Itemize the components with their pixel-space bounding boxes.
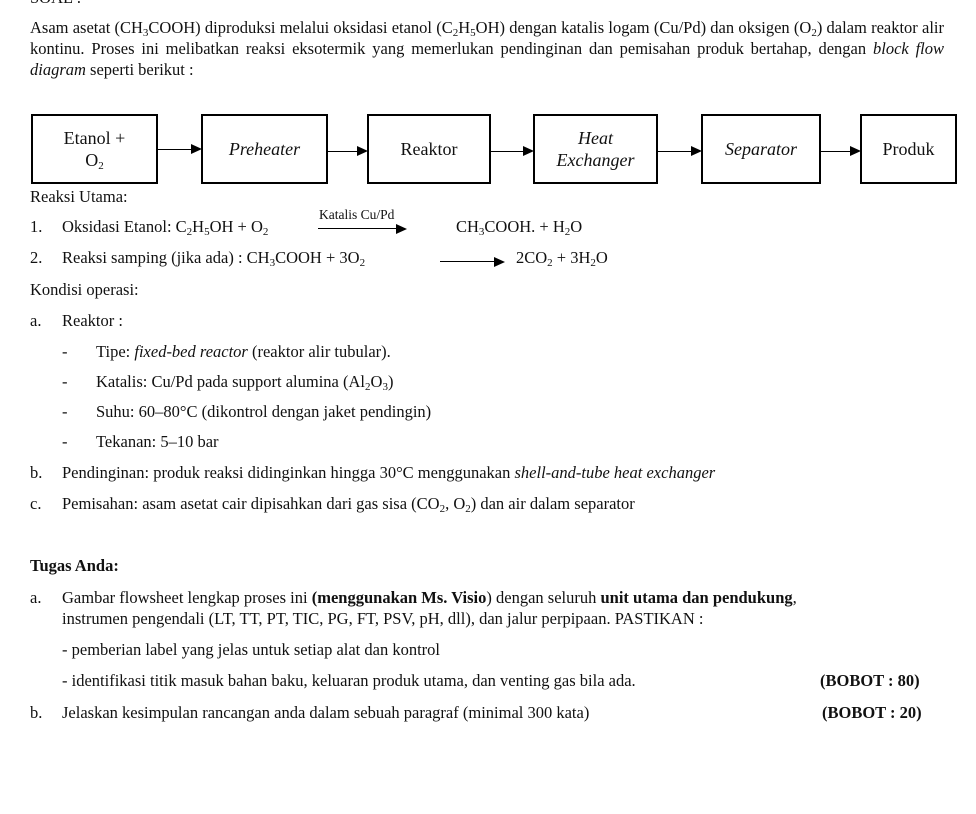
- arrow-line: [158, 149, 191, 150]
- reaction-2-arrow: [440, 261, 495, 262]
- intro-paragraph: Asam asetat (CH3COOH) diproduksi melalui…: [30, 18, 945, 79]
- reaction-1-arrow: [318, 228, 396, 229]
- box-produk: Produk: [860, 114, 957, 184]
- box-etanol-label: Etanol +: [63, 128, 126, 148]
- bullet-dash: -: [62, 402, 68, 421]
- reaction-1-number: 1.: [30, 217, 43, 236]
- arrow-head: [523, 146, 534, 156]
- arrow-line: [491, 151, 523, 152]
- tugas-a-line1: Gambar flowsheet lengkap proses ini (men…: [62, 588, 797, 607]
- box-o2-label: O2: [85, 150, 104, 172]
- item-c-letter: c.: [30, 494, 42, 513]
- bullet-katalis: Katalis: Cu/Pd pada support alumina (Al2…: [96, 372, 394, 393]
- section-heading: SOAL :: [30, 0, 81, 8]
- tugas-a-weight: (BOBOT : 80): [820, 671, 920, 690]
- tugas-b-weight: (BOBOT : 20): [822, 703, 922, 722]
- reaction-1-reactants: Oksidasi Etanol: C2H5OH + O2: [62, 217, 269, 238]
- bullet-suhu: Suhu: 60–80°C (dikontrol dengan jaket pe…: [96, 402, 432, 421]
- arrow-head: [357, 146, 368, 156]
- box-preheater: Preheater: [201, 114, 328, 184]
- reaction-1-products: CH3COOH. + H2O: [456, 217, 583, 238]
- tugas-a-label-note: - pemberian label yang jelas untuk setia…: [62, 640, 441, 659]
- reaction-2-reactants: Reaksi samping (jika ada) : CH3COOH + 3O…: [62, 248, 366, 269]
- item-a-label: Reaktor :: [62, 311, 123, 330]
- arrow-head: [850, 146, 861, 156]
- item-a-letter: a.: [30, 311, 42, 330]
- tugas-a-identify-note: - identifikasi titik masuk bahan baku, k…: [62, 671, 636, 690]
- bullet-dash: -: [62, 432, 68, 451]
- tugas-b-letter: b.: [30, 703, 43, 722]
- box-etanol-o2: Etanol + O2: [31, 114, 158, 184]
- tugas-title: Tugas Anda:: [30, 556, 119, 575]
- bullet-tipe: Tipe: fixed-bed reactor (reaktor alir tu…: [96, 342, 391, 361]
- tugas-b-text: Jelaskan kesimpulan rancangan anda dalam…: [62, 703, 590, 722]
- bullet-dash: -: [62, 372, 68, 391]
- arrow-line: [328, 151, 357, 152]
- bullet-dash: -: [62, 342, 68, 361]
- tugas-a-letter: a.: [30, 588, 42, 607]
- bullet-tekanan: Tekanan: 5–10 bar: [96, 432, 219, 451]
- box-heat-exchanger: Heat Exchanger: [533, 114, 658, 184]
- kondisi-operasi-label: Kondisi operasi:: [30, 280, 139, 299]
- arrow-head: [191, 144, 202, 154]
- reaction-1-catalyst: Katalis Cu/Pd: [319, 207, 395, 222]
- item-c-text: Pemisahan: asam asetat cair dipisahkan d…: [62, 494, 635, 515]
- arrow-line: [658, 151, 691, 152]
- arrow-line: [821, 151, 850, 152]
- reaction-2-number: 2.: [30, 248, 43, 267]
- reaction-1-arrow-head: [396, 223, 407, 234]
- item-b-letter: b.: [30, 463, 43, 482]
- item-b-text: Pendinginan: produk reaksi didinginkan h…: [62, 463, 716, 482]
- arrow-head: [691, 146, 702, 156]
- reaction-2-arrow-head: [494, 256, 505, 267]
- reaksi-utama-label: Reaksi Utama:: [30, 187, 128, 206]
- reaction-2-products: 2CO2 + 3H2O: [516, 248, 608, 269]
- box-separator: Separator: [701, 114, 821, 184]
- box-reaktor: Reaktor: [367, 114, 491, 184]
- tugas-a-line2: instrumen pengendali (LT, TT, PT, TIC, P…: [62, 609, 704, 628]
